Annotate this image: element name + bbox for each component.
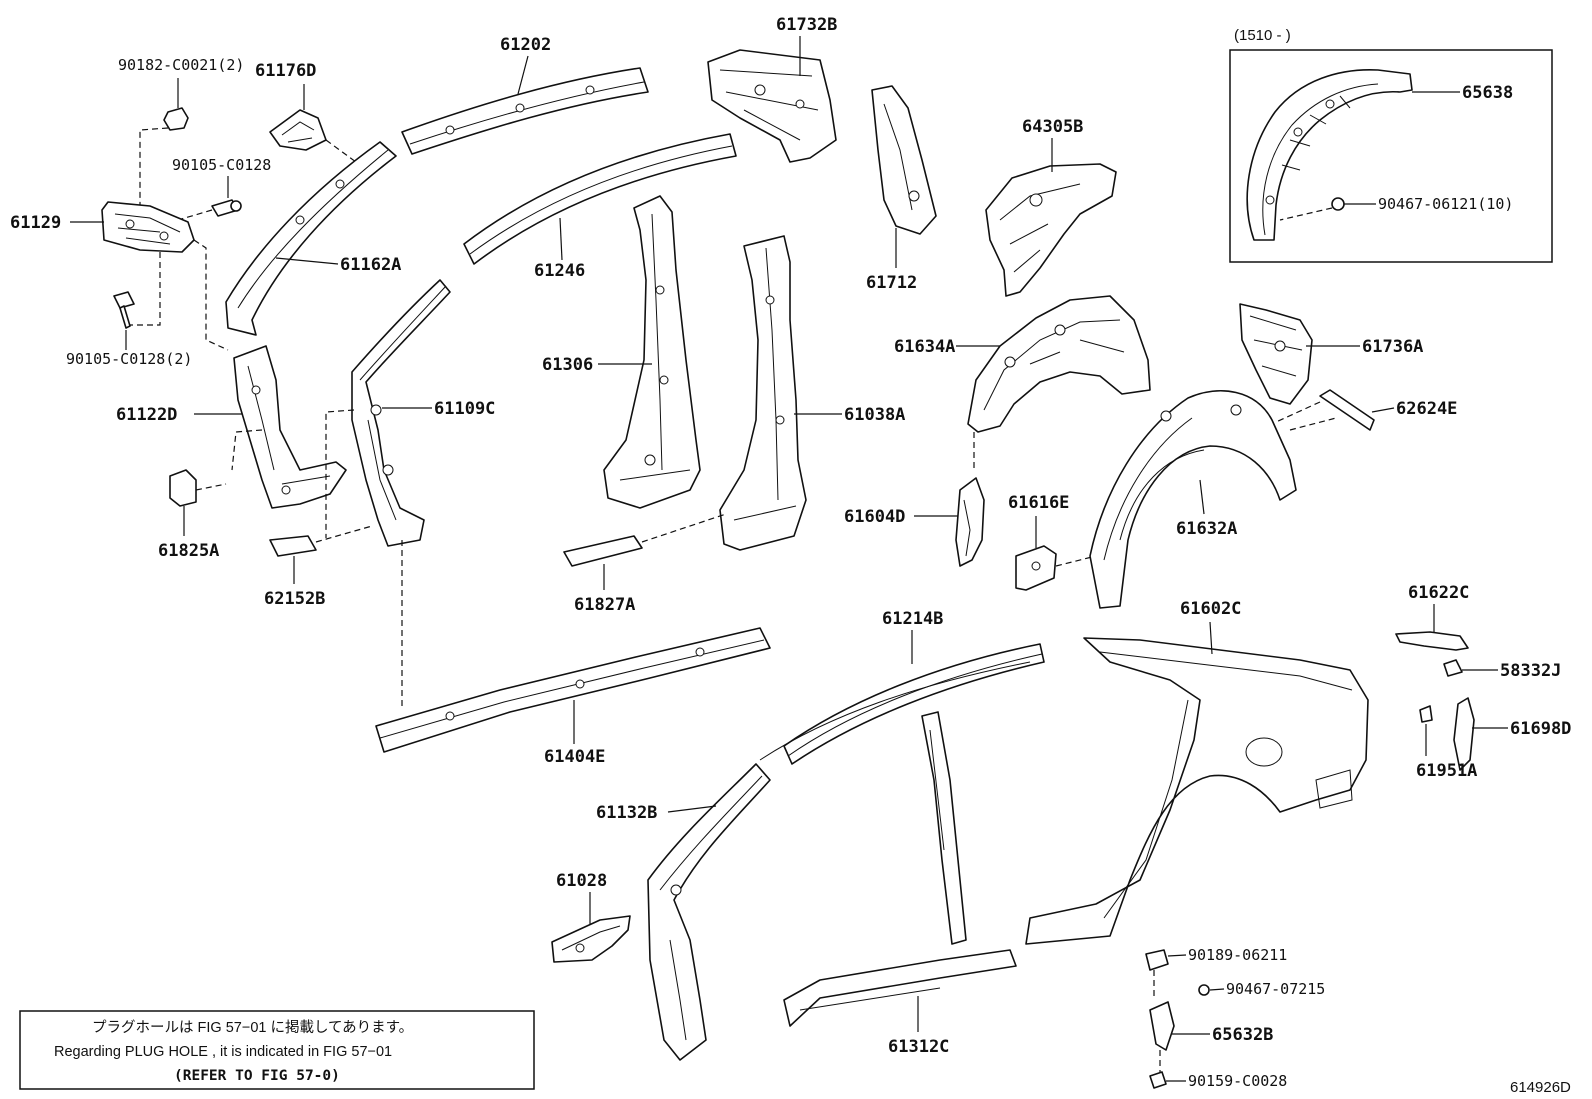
bracket-61736a-shape <box>1239 303 1313 405</box>
label-61732b: 61732B <box>776 15 837 35</box>
pillar-61162a-shape <box>225 141 397 336</box>
label-64305b: 64305B <box>1022 117 1083 137</box>
label-61109c: 61109C <box>434 399 495 419</box>
fender-liner-65638-shape <box>1246 69 1413 241</box>
note-line-ref: (REFER TO FIG 57-0) <box>174 1068 340 1084</box>
pad-62152b-shape <box>269 535 317 557</box>
bolt-90467-06121-shape <box>1331 197 1345 211</box>
label-61634a: 61634A <box>894 337 955 357</box>
rocker-61404e-shape <box>375 627 771 753</box>
label-90467-07215: 90467-07215 <box>1226 980 1325 998</box>
label-65638: 65638 <box>1462 83 1513 103</box>
label-61129: 61129 <box>10 213 61 233</box>
label-90467-06121: 90467-06121(10) <box>1378 195 1513 213</box>
panel-61732b-shape <box>707 49 837 163</box>
bolt-90159-shape <box>1149 1071 1167 1089</box>
pad-61827a-shape <box>563 535 643 567</box>
label-61306: 61306 <box>542 355 593 375</box>
label-90105-c0128: 90105-C0128 <box>172 156 271 174</box>
note-box: プラグホールは FIG 57−01 に掲載してあります。 Regarding P… <box>19 1010 535 1090</box>
wheelhouse-61634a-shape <box>967 295 1151 433</box>
side-outer-61312c-shape <box>759 661 1031 1027</box>
clip-61951a-shape <box>1419 705 1433 723</box>
inset-panel: (1510 - ) 65638 90467-06121(10) <box>1229 27 1553 263</box>
note-line-jp: プラグホールは FIG 57−01 に掲載してあります。 <box>92 1019 413 1036</box>
label-61028: 61028 <box>556 871 607 891</box>
label-61827a: 61827A <box>574 595 635 615</box>
label-90159-c0028: 90159-C0028 <box>1188 1072 1287 1090</box>
bracket-61028-shape <box>551 915 631 963</box>
label-90105-c0128-2: 90105-C0128(2) <box>66 350 192 368</box>
strip-62624e-shape <box>1319 389 1375 431</box>
label-61176d: 61176D <box>255 61 316 81</box>
rail-61202-shape <box>401 67 649 155</box>
label-61825a: 61825A <box>158 541 219 561</box>
label-62624e: 62624E <box>1396 399 1457 419</box>
label-61712: 61712 <box>866 273 917 293</box>
label-61602c: 61602C <box>1180 599 1241 619</box>
pillar-61038a-shape <box>719 235 807 551</box>
label-58332j: 58332J <box>1500 661 1561 681</box>
rail-61214b-shape <box>783 643 1045 765</box>
label-61162a: 61162A <box>340 255 401 275</box>
bolt-90105-shape <box>211 199 242 217</box>
label-61038a: 61038A <box>844 405 905 425</box>
rail-61246-shape <box>463 133 737 265</box>
label-61202: 61202 <box>500 35 551 55</box>
pillar-61122d-shape <box>233 345 347 509</box>
label-61622c: 61622C <box>1408 583 1469 603</box>
pillar-61712-shape <box>871 85 937 235</box>
label-65632b: 65632B <box>1212 1025 1273 1045</box>
label-62152b: 62152B <box>264 589 325 609</box>
label-61951a: 61951A <box>1416 761 1477 781</box>
bracket-61698d-shape <box>1453 697 1475 771</box>
label-90189-06211: 90189-06211 <box>1188 946 1287 964</box>
figure-id: 614926D <box>1510 1079 1571 1096</box>
bracket-64305b-shape <box>985 163 1117 297</box>
side-outer-61132b-shape <box>647 763 771 1061</box>
nut-90182-shape <box>163 107 189 131</box>
label-61214b: 61214B <box>882 609 943 629</box>
wheelhouse-61632a-shape <box>1089 390 1297 609</box>
bracket-61616e-shape <box>1015 545 1057 591</box>
label-61604d: 61604D <box>844 507 905 527</box>
bracket-61176d-shape <box>269 109 327 151</box>
pad-61825a-shape <box>169 469 197 507</box>
quarter-61602c-shape <box>1025 637 1369 945</box>
note-line-en: Regarding PLUG HOLE , it is indicated in… <box>54 1044 392 1060</box>
bracket-61129-shape <box>101 201 195 253</box>
label-61312c: 61312C <box>888 1037 949 1057</box>
inset-date-range: (1510 - ) <box>1234 27 1291 44</box>
label-61632a: 61632A <box>1176 519 1237 539</box>
bracket-61604d-shape <box>955 477 985 567</box>
bracket-61622c-shape <box>1395 631 1469 651</box>
label-61698d: 61698D <box>1510 719 1571 739</box>
label-61246: 61246 <box>534 261 585 281</box>
label-61122d: 61122D <box>116 405 177 425</box>
label-61736a: 61736A <box>1362 337 1423 357</box>
label-61404e: 61404E <box>544 747 605 767</box>
label-61132b: 61132B <box>596 803 657 823</box>
bolt-90105-c0128-2-shape <box>113 291 135 329</box>
clip-58332j-shape <box>1443 659 1463 677</box>
bolt-90467-07215-shape <box>1198 984 1210 996</box>
bracket-65632b-shape <box>1149 1001 1175 1051</box>
pillar-61306-shape <box>603 195 701 509</box>
pillar-61109c-shape <box>351 279 451 547</box>
clip-90189-shape <box>1145 949 1169 971</box>
label-61616e: 61616E <box>1008 493 1069 513</box>
label-90182-c0021: 90182-C0021(2) <box>118 56 244 74</box>
